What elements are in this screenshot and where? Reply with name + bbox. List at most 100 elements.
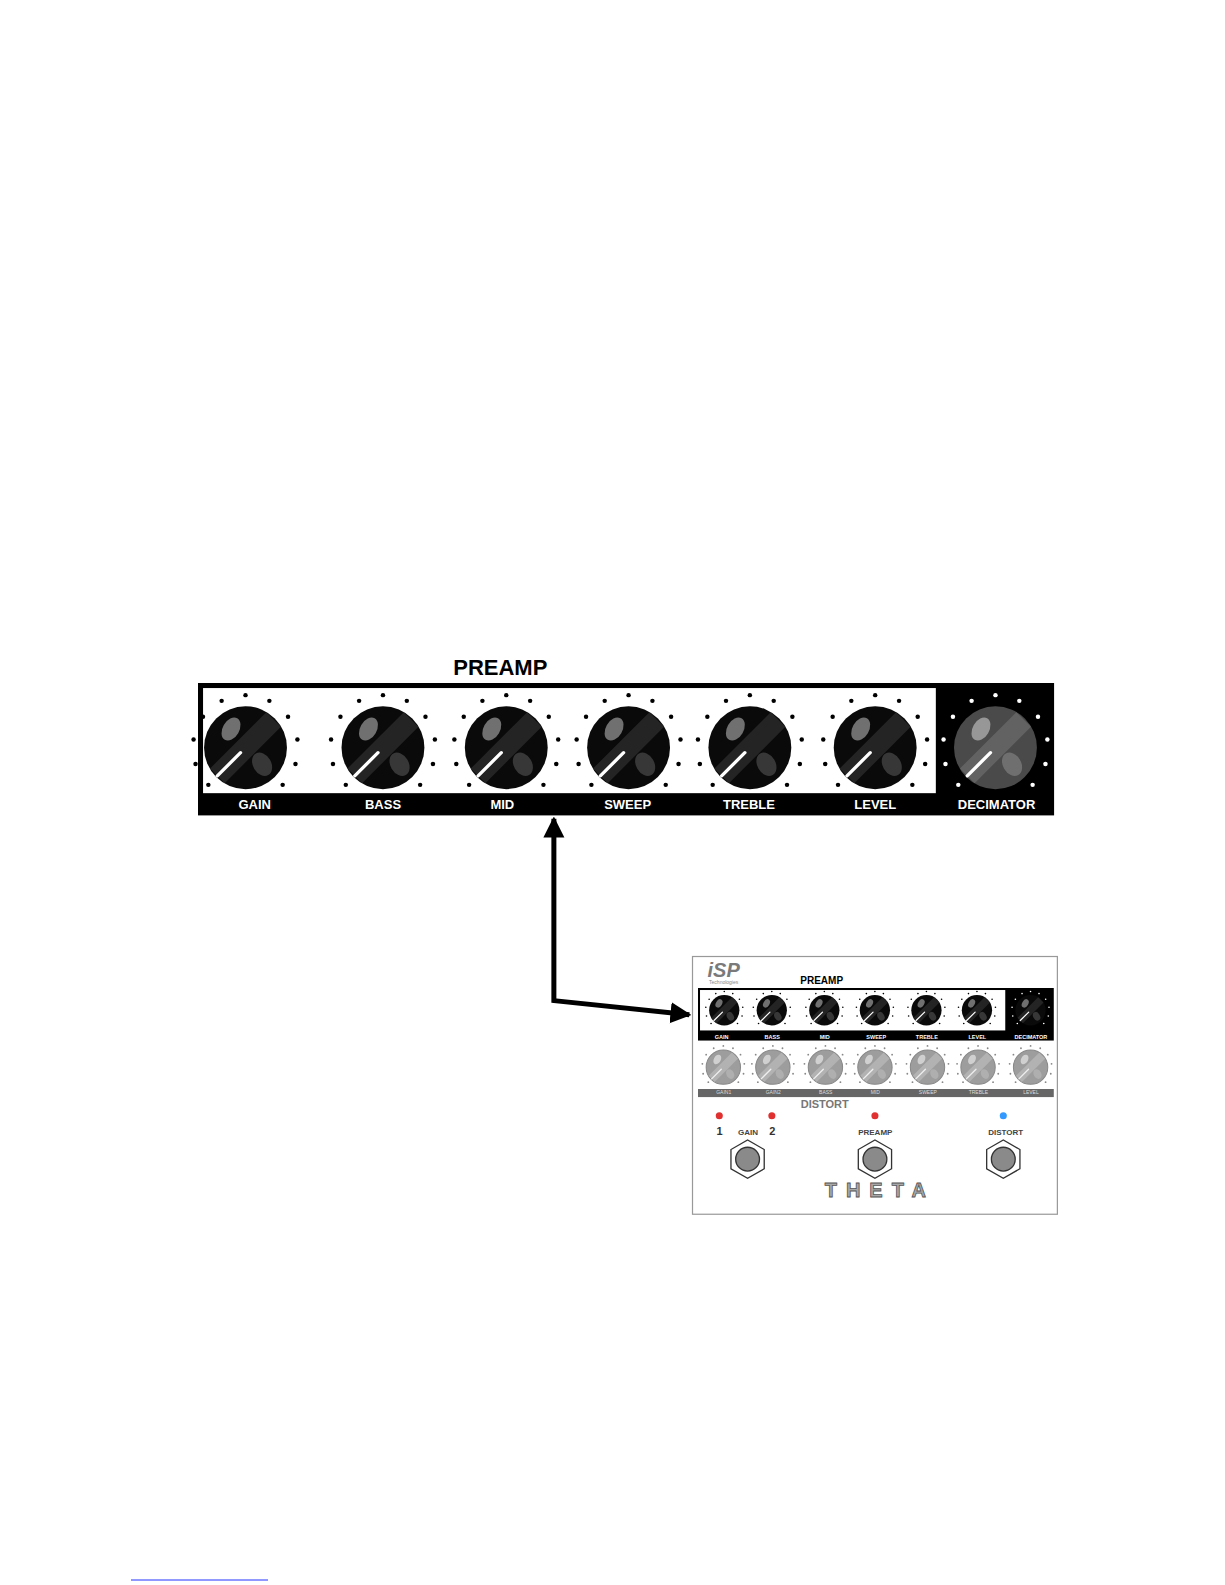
- knob-highlight: [631, 749, 659, 780]
- scale-dot: [831, 715, 835, 719]
- scale-dot: [344, 783, 348, 787]
- knob: [908, 991, 947, 1026]
- knob-pointer: [762, 1069, 772, 1079]
- scale-dot: [815, 993, 817, 995]
- knob-highlight: [876, 1011, 886, 1022]
- knob-pointer: [865, 1013, 873, 1021]
- scale-dot: [418, 783, 422, 787]
- scale-dot: [338, 715, 342, 719]
- knob: [957, 1045, 1001, 1084]
- footswitch-nut: [731, 1140, 764, 1178]
- knob: [906, 1045, 950, 1084]
- scale-dot: [454, 762, 458, 766]
- scale-dot: [990, 1023, 992, 1025]
- scale-dot: [758, 1023, 760, 1025]
- scale-dot: [1013, 1054, 1015, 1056]
- scale-dot: [985, 993, 987, 995]
- scale-dot: [956, 783, 960, 787]
- knob-highlight: [1021, 998, 1031, 1009]
- scale-dot: [724, 699, 728, 703]
- knob-highlight: [1032, 1068, 1044, 1081]
- knob-highlight: [762, 998, 772, 1009]
- node-art: [698, 988, 1054, 1041]
- knob: [805, 991, 844, 1026]
- scale-dot: [834, 1047, 836, 1049]
- scale-dot: [732, 993, 734, 995]
- scale-dot: [576, 762, 580, 766]
- knob-body: [912, 996, 942, 1026]
- scale-dot: [873, 693, 877, 697]
- scale-dot: [206, 783, 210, 787]
- scale-dot: [853, 1063, 855, 1065]
- scale-dot: [804, 1063, 806, 1065]
- scale-dot: [923, 762, 927, 766]
- scale-dot: [541, 783, 545, 787]
- knob-pointer: [478, 753, 501, 776]
- scale-dot: [405, 699, 409, 703]
- knob-label: LEVEL: [1023, 1090, 1039, 1096]
- scale-dot: [793, 1063, 795, 1065]
- knob-body: [709, 706, 792, 789]
- scale-dot: [1020, 1047, 1022, 1049]
- scale-dot: [664, 783, 668, 787]
- scale-dot: [584, 715, 588, 719]
- knob-body: [204, 706, 287, 789]
- status-led: [1000, 1112, 1007, 1119]
- knob-highlight: [979, 1068, 991, 1081]
- scale-dot: [329, 737, 333, 741]
- scale-dot: [1022, 993, 1024, 995]
- knob: [696, 693, 804, 789]
- knob-highlight: [814, 1053, 825, 1065]
- scale-dot: [1047, 1054, 1049, 1056]
- scale-dot: [995, 1054, 997, 1056]
- scale-dot: [842, 1016, 844, 1018]
- scale-dot: [732, 1047, 734, 1049]
- scale-dot: [941, 999, 943, 1001]
- knob: [821, 693, 929, 789]
- knob-label: TREBLE: [916, 1034, 938, 1040]
- scale-dot: [910, 783, 914, 787]
- scale-dot: [711, 1023, 713, 1025]
- scale-dot: [748, 693, 752, 697]
- scale-dot: [857, 1016, 859, 1018]
- scale-dot: [926, 991, 928, 993]
- scale-dot: [823, 762, 827, 766]
- scale-dot: [267, 699, 271, 703]
- knob-pointer: [762, 1013, 770, 1021]
- scale-dot: [825, 1045, 827, 1047]
- scale-dot: [944, 1054, 946, 1056]
- scale-dot: [787, 999, 789, 1001]
- knob-pointer: [814, 1013, 822, 1021]
- scale-dot: [849, 699, 853, 703]
- scale-dot: [874, 1045, 876, 1047]
- knob-pointer: [355, 753, 378, 776]
- art-group: [698, 988, 1054, 1041]
- scale-dot: [912, 1081, 914, 1083]
- connector-arrow: [554, 819, 689, 1015]
- knob: [705, 991, 744, 1026]
- knob-label: SWEEP: [866, 1034, 886, 1040]
- knob-highlight: [355, 714, 382, 744]
- panel-face: [203, 688, 936, 793]
- scale-dot: [824, 991, 826, 993]
- scale-dot: [918, 993, 920, 995]
- footswitch-nut: [859, 1140, 892, 1178]
- footswitch-nut: [987, 1140, 1020, 1178]
- knob-highlight: [928, 1011, 938, 1022]
- scale-dot: [906, 1063, 908, 1065]
- knob-highlight: [722, 714, 749, 744]
- knob-body: [810, 996, 840, 1026]
- scale-dot: [962, 1081, 964, 1083]
- knob-highlight: [878, 749, 906, 780]
- knob-body: [1014, 1050, 1048, 1084]
- knob-highlight: [601, 714, 628, 744]
- scale-dot: [992, 1081, 994, 1083]
- scale-dot: [706, 1054, 708, 1056]
- scale-dot: [589, 783, 593, 787]
- knob-body: [706, 1050, 740, 1084]
- scale-dot: [220, 699, 224, 703]
- preamp-panel: PREAMPGAINBASSMIDSWEEPTREBLELEVELDECIMAT…: [198, 683, 1054, 815]
- scale-dot: [678, 737, 682, 741]
- scale-dot: [998, 1063, 1000, 1065]
- footswitch-cap: [992, 1147, 1016, 1171]
